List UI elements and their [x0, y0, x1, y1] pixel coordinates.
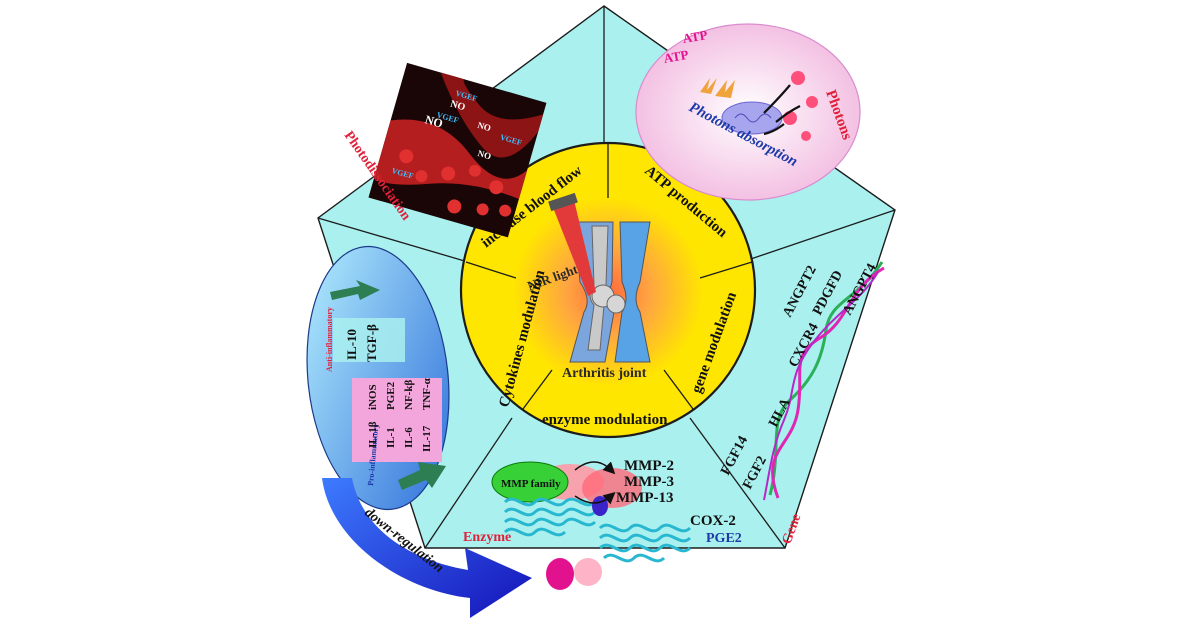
cox-2-label: COX-2 [690, 513, 736, 529]
mmp-3-label: MMP-3 [624, 474, 674, 490]
cytokine-nf-kb: NF-kβ [403, 380, 415, 410]
arrow-down-icon [398, 462, 446, 490]
arrow-up-icon [330, 280, 380, 300]
enzyme-illustration [491, 461, 692, 590]
cytokine-tnf-alpha: TNF-α [421, 377, 433, 410]
no-label-4: NO [477, 148, 493, 161]
knee-joint-illustration [548, 192, 651, 363]
cytokine-il-17: IL-17 [421, 425, 433, 452]
no-label-3: NO [423, 112, 444, 130]
anti-inflammatory-box [333, 318, 405, 362]
anti-inflammatory-label: Anti-inflammatory [325, 307, 334, 372]
cytokine-il-1beta: IL-1β [367, 421, 379, 448]
cytokine-inos: iNOS [367, 384, 379, 410]
down-regulation-arrow [322, 478, 532, 618]
pge2-label: PGE2 [706, 531, 742, 546]
pro-inflammatory-box [352, 378, 442, 462]
blood-vessel-image: NO NO NO NO VGEF VGEF VGEF VGEF [368, 62, 547, 238]
no-label-1: NO [449, 99, 467, 114]
cytokine-pge2: PGE2 [385, 381, 397, 410]
mitochondria-illustration [700, 71, 818, 141]
cytokine-il-6: IL-6 [403, 427, 415, 448]
cytokine-tgf-beta: TGF-β [364, 324, 379, 362]
no-label-2: NO [476, 120, 492, 133]
mmp-family-label: MMP family [501, 478, 561, 490]
pentagon-dividers [317, 6, 896, 549]
mmp-13-label: MMP-13 [616, 490, 673, 506]
atp-label-1: ATP [681, 27, 708, 46]
ring-label-enzyme: enzyme modulation [542, 412, 668, 428]
mmp-2-label: MMP-2 [624, 458, 674, 474]
enzyme-label: Enzyme [463, 530, 511, 545]
atp-label-2: ATP [662, 47, 689, 66]
ring-dividers [465, 143, 753, 410]
dna-helix-illustration [763, 261, 885, 501]
arthritis-joint-label: Arthritis joint [562, 366, 647, 381]
cytokine-il-1: IL-1 [385, 427, 397, 448]
cytokine-il-10: IL-10 [344, 329, 359, 360]
